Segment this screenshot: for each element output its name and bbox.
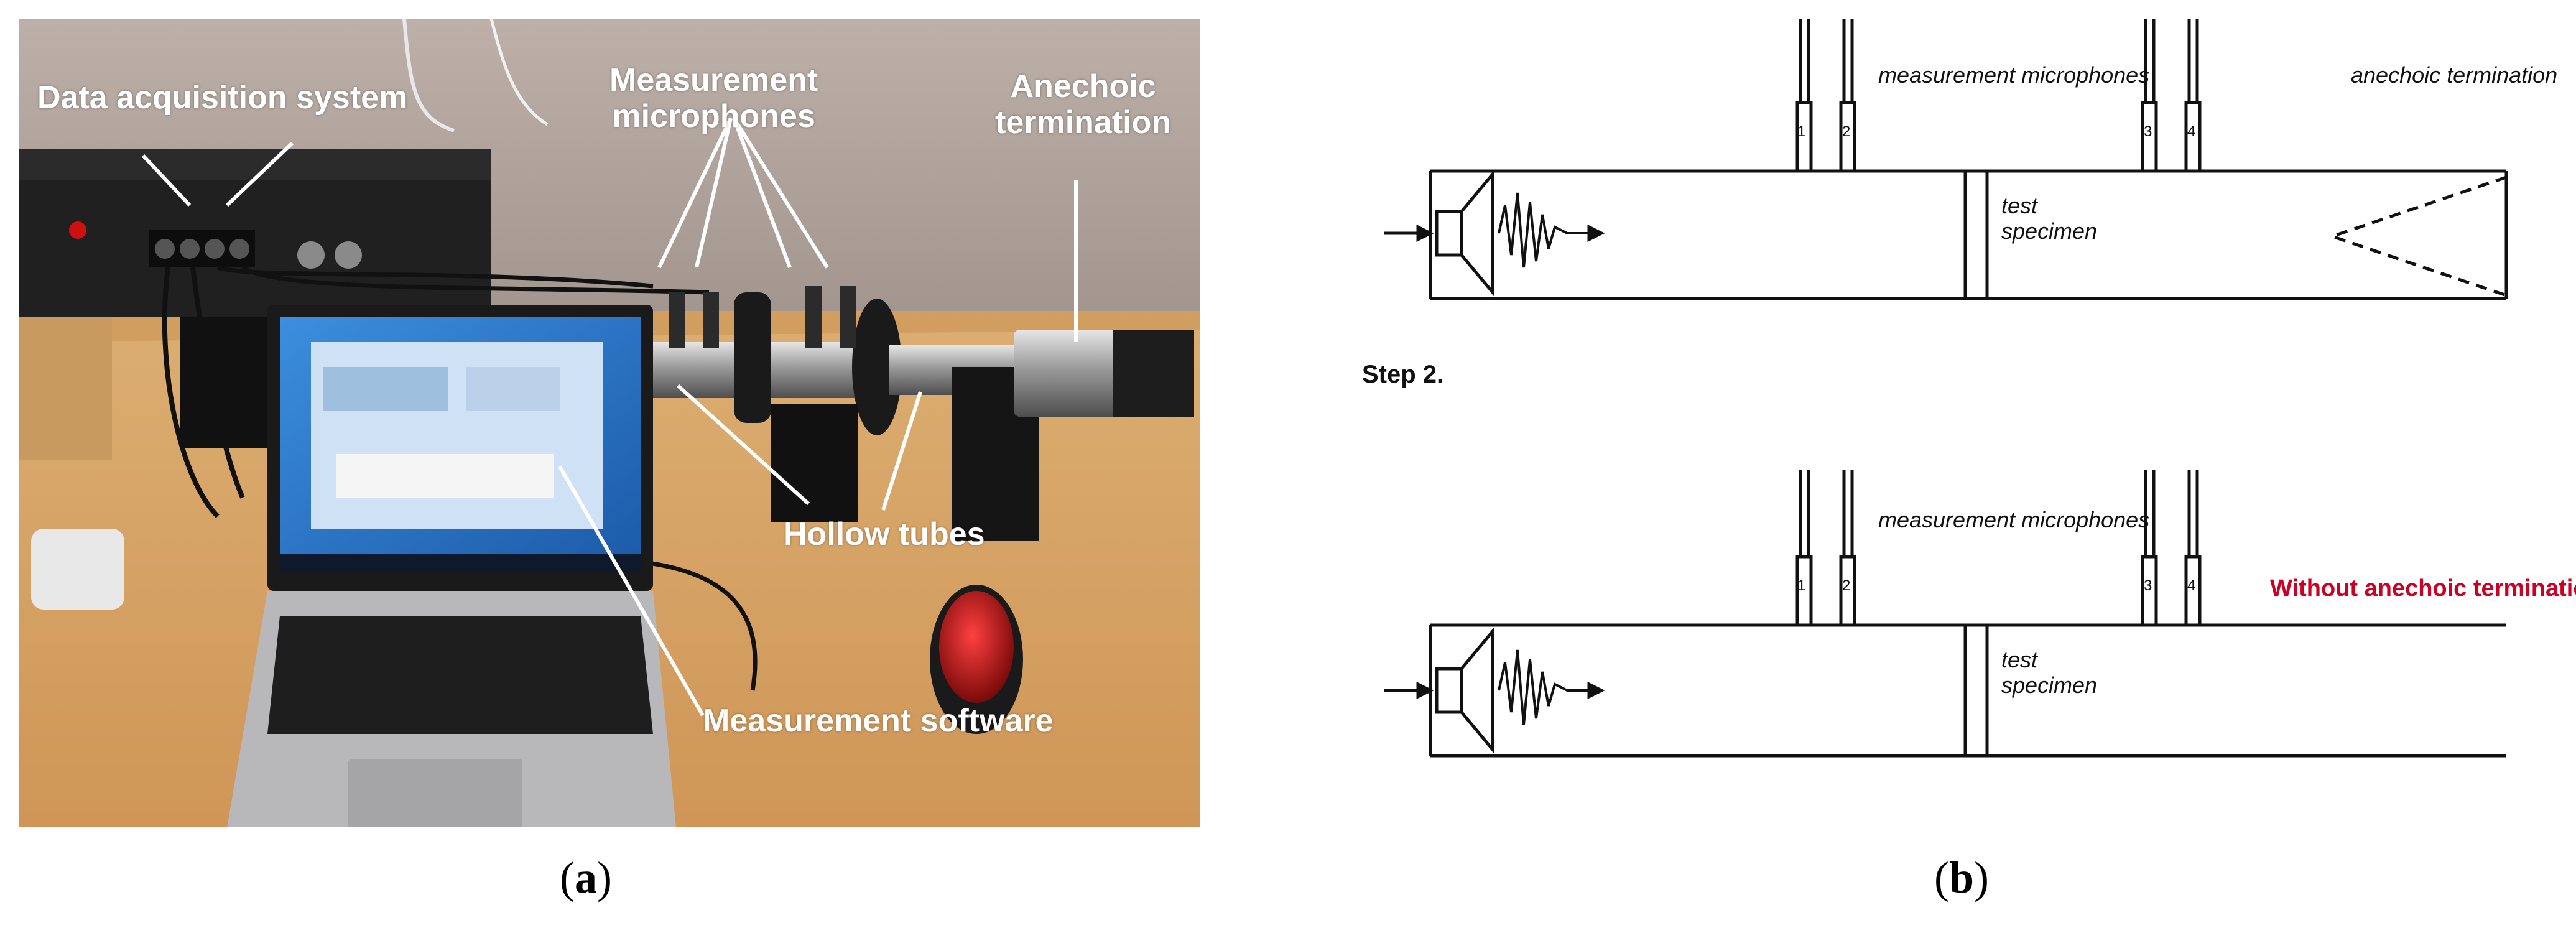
pointer-lines <box>141 117 1078 717</box>
caption-letter: b <box>1948 853 1975 903</box>
cable <box>489 19 549 126</box>
laptop-touchpad <box>348 759 522 827</box>
step1-microphones <box>1795 19 2202 173</box>
daq-led <box>69 221 86 239</box>
label-hollow-tubes: Hollow tubes <box>784 516 985 552</box>
step2-mic-number: 2 <box>1842 577 1851 594</box>
label-measurement-microphones: Measurement microphones <box>609 62 818 135</box>
microphone <box>805 286 822 348</box>
step1-mic-number: 2 <box>1842 123 1851 140</box>
panel-a-photo: Data acquisition system Measurement micr… <box>19 19 1200 827</box>
cable <box>402 19 455 132</box>
step1-mic-number: 3 <box>2144 123 2152 140</box>
caption-letter: a <box>574 853 597 903</box>
daq-knob <box>335 241 362 269</box>
daq-knob <box>297 241 325 269</box>
laptop-keyboard <box>267 616 653 734</box>
step2-heading: Step 2. <box>1362 361 1444 388</box>
lab-setup-photo <box>19 19 1200 827</box>
panel-b-schematic: 1 2 3 4 measurement microphones anechoic… <box>1306 0 2576 871</box>
label-data-acquisition-system: Data acquisition system <box>37 80 408 116</box>
step2-mic-number: 4 <box>2187 577 2196 594</box>
label-measurement-software: Measurement software <box>703 703 1054 739</box>
step1-mic-number: 4 <box>2187 123 2196 140</box>
step1-microphones-label: measurement microphones <box>1878 62 2150 88</box>
step2-specimen-label: test specimen <box>2001 647 2098 699</box>
step1-specimen-label: test specimen <box>2001 193 2098 244</box>
tube-stand <box>771 404 858 522</box>
caption-open-paren: ( <box>560 853 575 903</box>
step2-mic-number: 1 <box>1797 577 1806 594</box>
step2-mic-number: 3 <box>2144 577 2152 594</box>
label-anechoic-termination: Anechoic termination <box>995 68 1172 141</box>
daq-box-top <box>19 149 491 180</box>
caption-open-paren: ( <box>1934 853 1949 903</box>
taskbar <box>280 554 641 572</box>
step1-mic-number: 1 <box>1797 123 1806 140</box>
caption-b: (b) <box>1934 852 1989 904</box>
tube-flange <box>734 292 771 423</box>
microphone <box>840 286 856 348</box>
caption-close-paren: ) <box>596 853 612 903</box>
microphone <box>669 292 685 348</box>
step1-termination-label: anechoic termination <box>2351 62 2558 88</box>
step1-tube <box>1384 169 2508 300</box>
daq-stand <box>180 317 280 448</box>
microphone <box>703 292 719 348</box>
step2-microphones <box>1795 470 2202 627</box>
step2-microphones-label: measurement microphones <box>1878 507 2150 532</box>
caption-a: (a) <box>560 852 612 904</box>
white-device <box>31 529 124 610</box>
caption-close-paren: ) <box>1974 853 1990 903</box>
tube-flange <box>852 299 902 435</box>
step2-termination-label: Without anechoic termination <box>2270 575 2576 601</box>
schematic-diagram <box>1384 19 2508 758</box>
step2-tube <box>1384 623 2506 758</box>
mouse-top <box>939 591 1014 703</box>
anechoic-wrap <box>1113 330 1194 417</box>
